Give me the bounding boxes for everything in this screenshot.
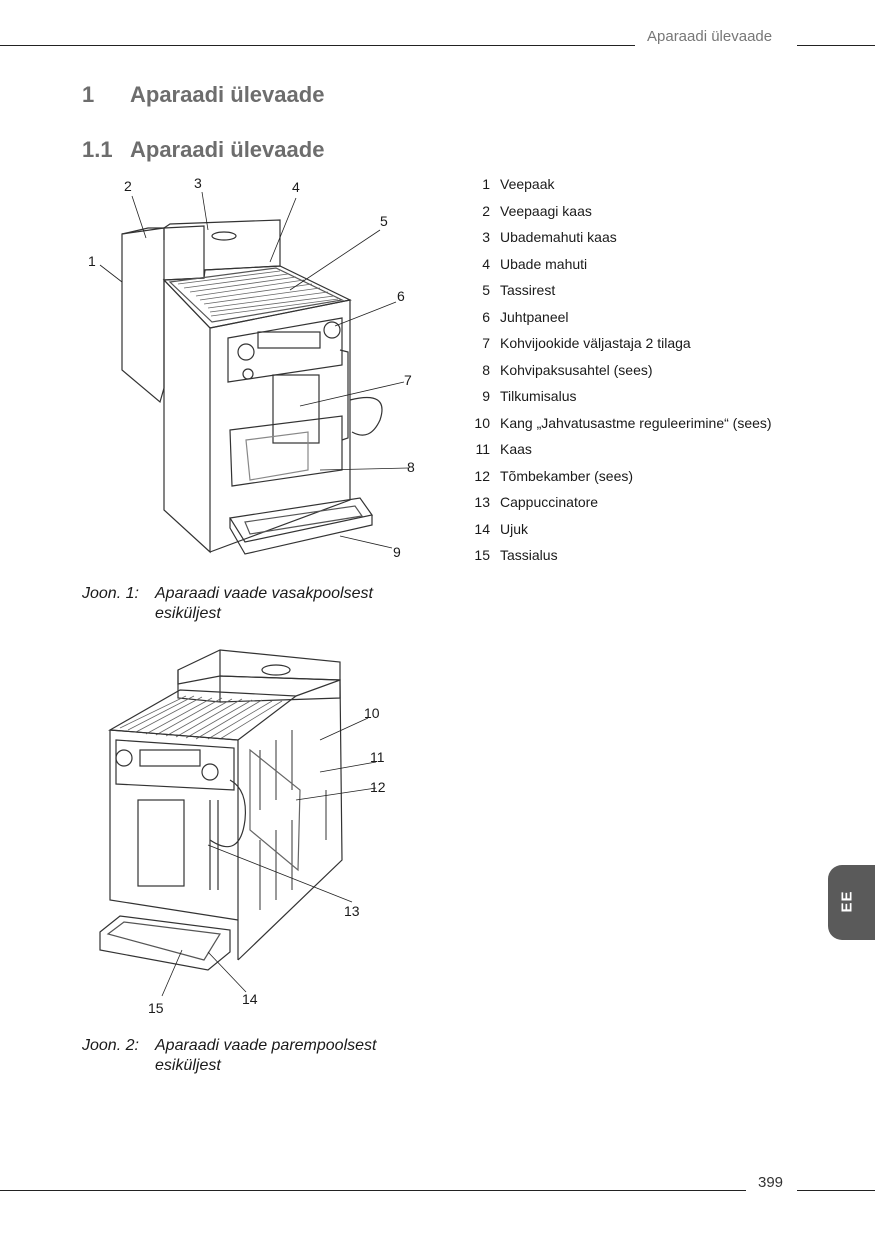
- legend-number: 3: [482, 229, 490, 245]
- callout-3: 3: [194, 175, 202, 191]
- legend-item: 15 Tassialus: [462, 547, 782, 564]
- legend-text: Tassialus: [500, 547, 558, 563]
- callout-4: 4: [292, 179, 300, 195]
- legend-number: 10: [474, 414, 490, 431]
- legend-number: 4: [482, 255, 490, 272]
- running-title: Aparaadi ülevaade: [647, 28, 773, 45]
- legend-number: 12: [474, 467, 490, 484]
- legend-text: Kang „Jahvatusastme reguleerimine“ (sees…: [500, 414, 772, 431]
- legend-item: 8 Kohvipaksusahtel (sees): [462, 362, 782, 379]
- callout-7: 7: [404, 372, 412, 388]
- legend-text: Ubademahuti kaas: [500, 229, 617, 245]
- callout-14: 14: [242, 991, 258, 1007]
- legend-item: 5 Tassirest: [462, 282, 782, 299]
- legend-text: Cappuccinatore: [500, 494, 599, 510]
- callout-11: 11: [370, 749, 385, 765]
- legend-text: Tõmbekamber (sees): [500, 467, 634, 484]
- legend-item: 9 Tilkumisalus: [462, 388, 782, 405]
- legend-number: 9: [482, 388, 490, 404]
- legend-text: Kohvipaksusahtel (sees): [500, 361, 653, 378]
- callout-1: 1: [88, 253, 96, 269]
- legend-item: 13 Cappuccinatore: [462, 494, 782, 511]
- callout-12: 12: [370, 779, 386, 795]
- legend-number: 2: [482, 202, 490, 219]
- callout-10: 10: [364, 705, 380, 721]
- footer-rule: [0, 1190, 746, 1191]
- callout-5: 5: [380, 213, 388, 229]
- callout-8: 8: [407, 459, 415, 475]
- legend-item: 14 Ujuk: [462, 521, 782, 538]
- callout-15: 15: [148, 1000, 164, 1016]
- header-rule: [0, 45, 635, 46]
- legend-number: 1: [482, 176, 490, 192]
- legend-item: 4 Ubade mahuti: [462, 256, 782, 273]
- legend-item: 2 Veepaagi kaas: [462, 203, 782, 220]
- legend-number: 14: [474, 520, 490, 537]
- callout-13: 13: [344, 903, 360, 919]
- legend-item: 3 Ubademahuti kaas: [462, 229, 782, 246]
- legend-number: 6: [482, 308, 490, 325]
- legend-text: Ubade mahuti: [500, 255, 588, 272]
- parts-legend: 1 Veepaak 2 Veepaagi kaas 3 Ubademahuti kaas 4…: [462, 176, 782, 574]
- legend-item: 7 Kohvijookide väljastaja 2 tilaga: [462, 335, 782, 352]
- legend-number: 7: [482, 335, 490, 351]
- legend-text: Tilkumisalus: [500, 388, 577, 404]
- callout-6: 6: [397, 288, 405, 304]
- legend-number: 8: [482, 361, 490, 378]
- legend-item: 10 Kang „Jahvatusastme reguleerimine“ (se…: [462, 415, 782, 432]
- legend-number: 5: [482, 282, 490, 298]
- legend-text: Kaas: [500, 441, 532, 457]
- legend-text: Juhtpaneel: [500, 308, 569, 325]
- legend-number: 15: [474, 547, 490, 563]
- callout-9: 9: [393, 544, 401, 560]
- legend-item: 12 Tõmbekamber (sees): [462, 468, 782, 485]
- figure-2-machine-right-view: [99, 649, 377, 997]
- legend-text: Veepaagi kaas: [500, 202, 592, 219]
- figure-1-machine-left-view: [99, 191, 409, 555]
- legend-item: 6 Juhtpaneel: [462, 309, 782, 326]
- legend-text: Tassirest: [500, 282, 556, 298]
- page-number: 399: [758, 1174, 784, 1191]
- legend-text: Ujuk: [500, 520, 529, 537]
- legend-text: Kohvijookide väljastaja 2 tilaga: [500, 335, 691, 351]
- footer-rule-right: [797, 1190, 875, 1191]
- header-rule-right: [797, 45, 875, 46]
- legend-item: 1 Veepaak: [462, 176, 782, 193]
- legend-item: 11 Kaas: [462, 441, 782, 458]
- callout-2: 2: [124, 178, 132, 194]
- language-tab: EE: [828, 865, 875, 940]
- legend-number: 11: [475, 441, 490, 457]
- legend-text: Veepaak: [500, 176, 555, 192]
- legend-number: 13: [474, 494, 490, 510]
